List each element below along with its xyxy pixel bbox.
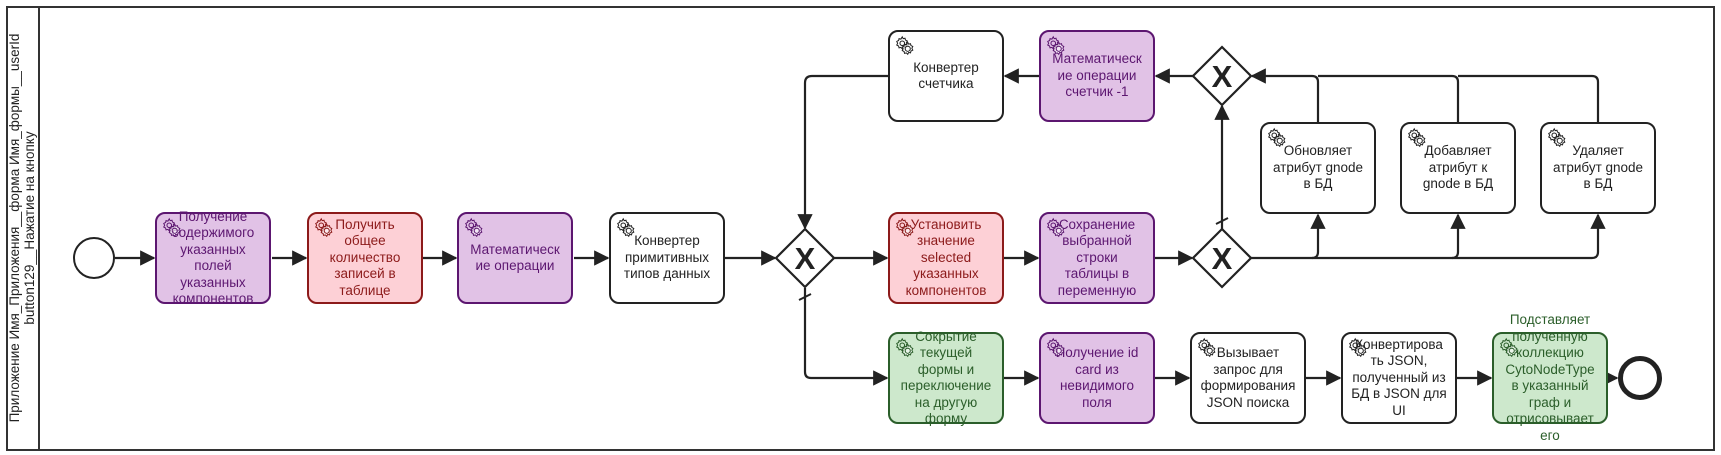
flow-converter-counter-to-gateway1 — [797, 74, 888, 230]
task-label: Получить общее количество записей в табл… — [329, 216, 401, 298]
task-math-counter[interactable]: Математическ ие операции счетчик -1 — [1039, 30, 1155, 122]
task-converter-primitive[interactable]: Конвертер примитивных типов данных — [609, 212, 725, 304]
task-json-request[interactable]: Вызывает запрос для формирования JSON по… — [1190, 332, 1306, 424]
task-label: Сохранение выбранной строки таблицы в пе… — [1057, 216, 1137, 298]
gateway-x-marker-icon: X — [795, 241, 816, 276]
lane-label: Приложение Имя_Приложения__форма Имя_фор… — [6, 6, 40, 449]
gear-icon — [313, 217, 335, 239]
task-label: Получение id card из невидимого поля — [1055, 345, 1139, 410]
task-get-count[interactable]: Получить общее количество записей в табл… — [307, 212, 423, 304]
gear-icon — [1498, 337, 1520, 359]
exclusive-gateway-g3[interactable]: X — [1191, 45, 1253, 107]
gear-icon — [1266, 127, 1288, 149]
task-convert-json[interactable]: Конвертирова ть JSON, полученный из БД в… — [1341, 332, 1457, 424]
gear-icon — [1347, 337, 1369, 359]
gear-icon — [894, 337, 916, 359]
task-label: Конвертер примитивных типов данных — [623, 233, 711, 282]
flow-add-to-gateway3 — [1318, 74, 1460, 122]
task-get-id-card[interactable]: Получение id card из невидимого поля — [1039, 332, 1155, 424]
task-get-contents[interactable]: Получение содержимого указанных полей ук… — [155, 209, 271, 306]
task-hide-form[interactable]: Сокрытие текущей формы и переключение на… — [888, 329, 1004, 426]
task-label: Конвертирова ть JSON, полученный из БД в… — [1351, 336, 1447, 418]
task-label: Математическ ие операции — [470, 241, 560, 274]
gear-icon — [894, 35, 916, 57]
gear-icon — [615, 217, 637, 239]
task-delete-attr[interactable]: Удаляет атрибут gnode в БД — [1540, 122, 1656, 214]
task-update-attr[interactable]: Обновляет атрибут gnode в БД — [1260, 122, 1376, 214]
end-event[interactable] — [1618, 356, 1662, 400]
task-label: Конвертер счетчика — [913, 59, 979, 92]
default-flow-slash-g1 — [798, 293, 812, 301]
task-add-attr[interactable]: Добавляет атрибут к gnode в БД — [1400, 122, 1516, 214]
gear-icon — [463, 217, 485, 239]
gateway-x-marker-icon: X — [1212, 241, 1233, 276]
flow-gateway1-to-hide-form — [803, 288, 889, 386]
task-label: Добавляет атрибут к gnode в БД — [1422, 143, 1494, 192]
gear-icon — [1406, 127, 1428, 149]
task-label: Математическ ие операции счетчик -1 — [1052, 51, 1142, 100]
task-math-ops[interactable]: Математическ ие операции — [457, 212, 573, 304]
task-label: Вызывает запрос для формирования JSON по… — [1200, 345, 1296, 410]
task-set-selected[interactable]: Установить значение selected указанных к… — [888, 212, 1004, 304]
gear-icon — [894, 217, 916, 239]
gear-icon — [161, 217, 183, 239]
flow-gateway2-to-update — [1251, 213, 1326, 260]
exclusive-gateway-g2[interactable]: X — [1191, 227, 1253, 289]
gear-icon — [1045, 35, 1067, 57]
task-label: Подставляет полученную коллекцию CytoNod… — [1505, 312, 1595, 443]
start-event[interactable] — [73, 237, 115, 279]
task-label: Удаляет атрибут gnode в БД — [1552, 143, 1644, 192]
gear-icon — [1045, 337, 1067, 359]
bpmn-pool — [6, 6, 1715, 451]
default-flow-slash-g2 — [1215, 217, 1229, 225]
exclusive-gateway-g1[interactable]: X — [774, 227, 836, 289]
gear-icon — [1045, 217, 1067, 239]
task-label: Сокрытие текущей формы и переключение на… — [900, 328, 992, 427]
gear-icon — [1196, 337, 1218, 359]
task-save-row[interactable]: Сохранение выбранной строки таблицы в пе… — [1039, 212, 1155, 304]
gateway-x-marker-icon: X — [1212, 59, 1233, 94]
task-render-graph[interactable]: Подставляет полученную коллекцию CytoNod… — [1492, 312, 1608, 443]
task-label: Получение содержимого указанных полей ук… — [171, 208, 255, 307]
task-label: Установить значение selected указанных к… — [905, 216, 987, 298]
task-converter-counter[interactable]: Конвертер счетчика — [888, 30, 1004, 122]
gear-icon — [1546, 127, 1568, 149]
flow-gateway2-to-add — [1312, 213, 1466, 260]
flow-gateway2-to-delete — [1452, 213, 1606, 260]
flow-update-to-gateway3 — [1250, 68, 1320, 122]
task-label: Обновляет атрибут gnode в БД — [1272, 143, 1364, 192]
flow-delete-to-gateway3 — [1458, 74, 1600, 122]
